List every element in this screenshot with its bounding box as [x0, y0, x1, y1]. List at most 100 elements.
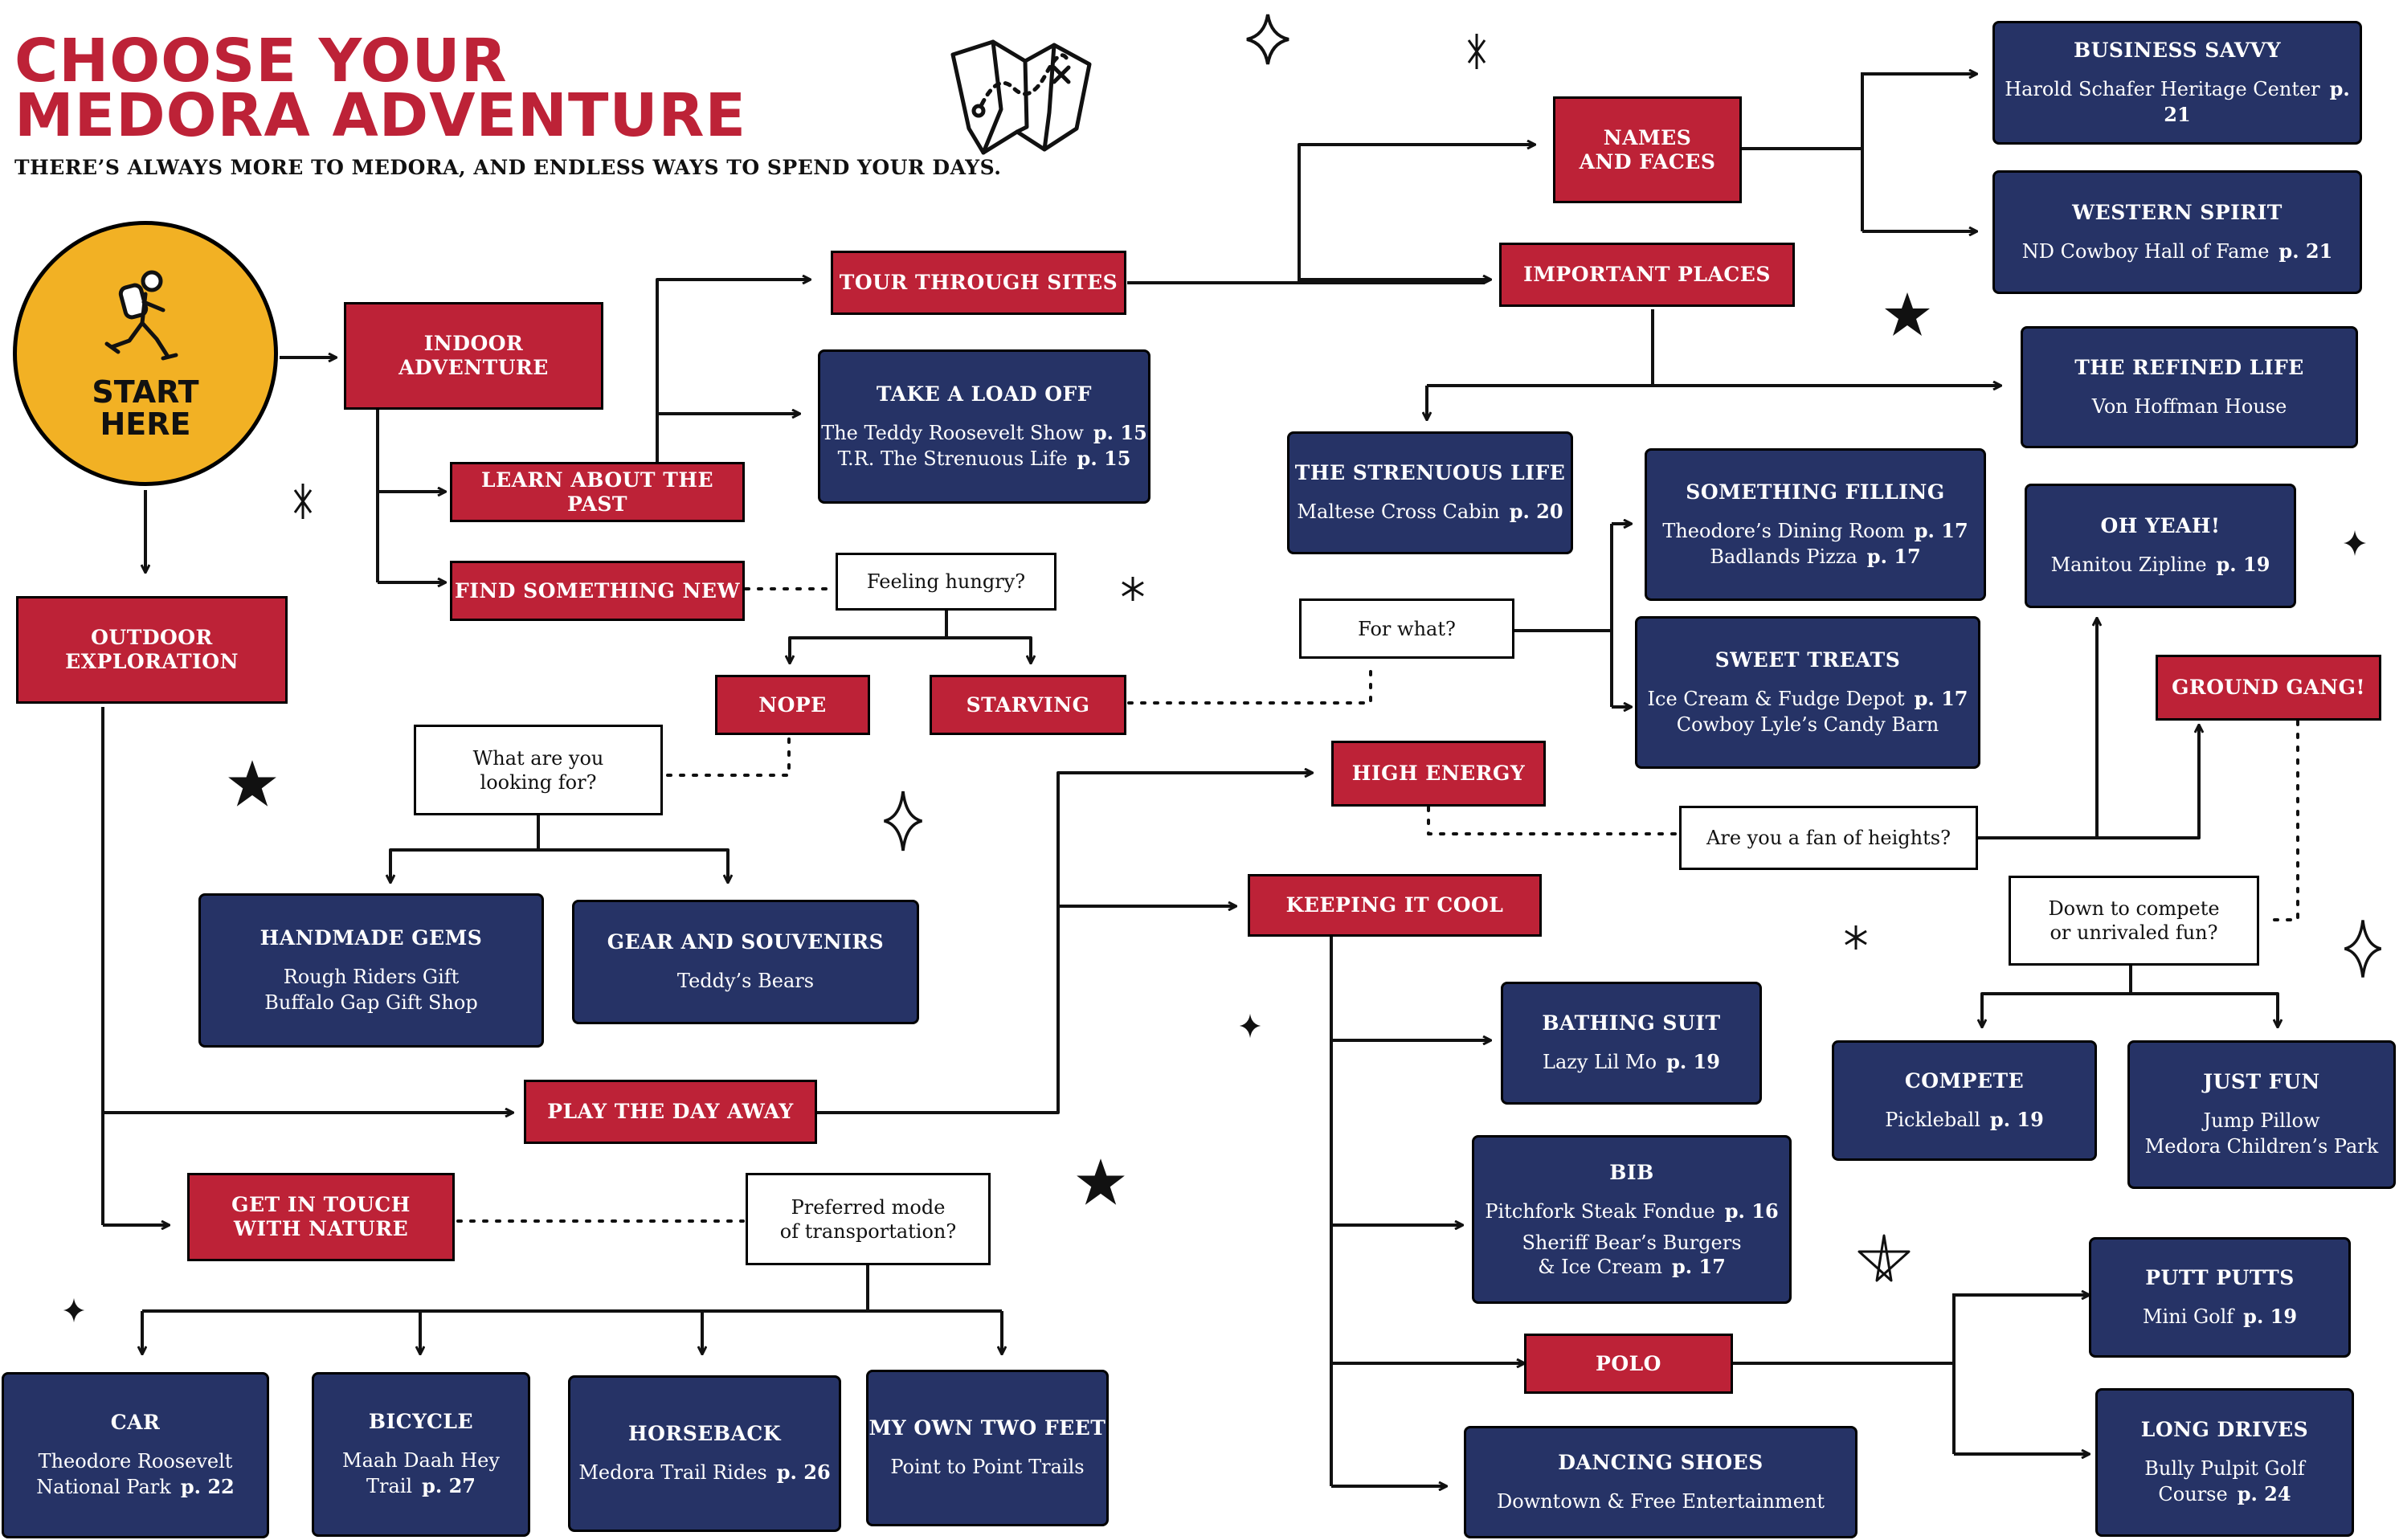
page-ref: p. 21	[2164, 76, 2350, 126]
card-title: MY OWN TWO FEET	[868, 1416, 1106, 1440]
card-title: THE REFINED LIFE	[2074, 355, 2304, 379]
polo-node[interactable]: POLO	[1524, 1334, 1733, 1394]
ground-gang-node[interactable]: GROUND GANG!	[2156, 655, 2381, 721]
card-title: HORSEBACK	[628, 1422, 781, 1445]
high-energy-node[interactable]: HIGH ENERGY	[1331, 741, 1546, 807]
play-the-day-away-node[interactable]: PLAY THE DAY AWAY	[524, 1080, 817, 1144]
star-icon	[1077, 1158, 1125, 1205]
page-ref: p. 19	[1666, 1050, 1720, 1073]
card-title: OH YEAH!	[2100, 514, 2221, 537]
card-title: CAR	[110, 1411, 161, 1434]
page-ref: p. 15	[1077, 446, 1131, 470]
page-ref: p. 17	[1914, 518, 1968, 542]
title-line-1: CHOOSE YOUR	[14, 27, 508, 96]
indoor-adventure-node[interactable]: INDOOR ADVENTURE	[344, 302, 603, 410]
card-title: BIB	[1609, 1160, 1654, 1184]
card-just-fun[interactable]: JUST FUN Jump Pillow Medora Children’s P…	[2127, 1040, 2396, 1189]
tour-through-sites-node[interactable]: TOUR THROUGH SITES	[831, 251, 1126, 315]
page-ref: p. 27	[422, 1474, 476, 1497]
sparkle-icon	[293, 484, 313, 519]
nope-node[interactable]: NOPE	[715, 675, 870, 735]
page-ref: p. 15	[1093, 420, 1147, 444]
card-dancing-shoes[interactable]: DANCING SHOES Downtown & Free Entertainm…	[1464, 1426, 1857, 1538]
sparkle-icon	[1845, 925, 1867, 950]
page-ref: p. 19	[2243, 1304, 2298, 1328]
question-fan-of-heights: Are you a fan of heights?	[1679, 806, 1978, 870]
page-ref: p. 24	[2237, 1482, 2291, 1505]
page-ref: p. 17	[1914, 686, 1968, 710]
card-title: DANCING SHOES	[1558, 1450, 1763, 1474]
star-icon	[1857, 1234, 1911, 1282]
sparkle-icon	[2344, 920, 2382, 978]
question-compete-or-fun: Down to compete or unrivaled fun?	[2009, 876, 2259, 966]
card-title: SWEET TREATS	[1714, 647, 1901, 672]
sparkle-icon	[884, 790, 922, 852]
starving-node[interactable]: STARVING	[930, 675, 1126, 735]
title-line-2: MEDORA ADVENTURE	[14, 81, 747, 150]
sparkle-icon	[2344, 530, 2366, 556]
card-title: BATHING SUIT	[1542, 1011, 1721, 1035]
page-ref: p. 17	[1866, 544, 1921, 568]
sparkle-icon	[63, 1297, 85, 1323]
star-icon	[1885, 292, 1930, 336]
page-ref: p. 26	[776, 1460, 831, 1484]
get-in-touch-with-nature-node[interactable]: GET IN TOUCH WITH NATURE	[187, 1173, 455, 1261]
card-title: BUSINESS SAVVY	[2073, 38, 2282, 62]
card-title: PUTT PUTTS	[2145, 1265, 2295, 1289]
card-title: GEAR AND SOUVENIRS	[607, 930, 885, 954]
card-my-own-two-feet[interactable]: MY OWN TWO FEET Point to Point Trails	[866, 1370, 1109, 1526]
page-ref: p. 19	[2216, 553, 2270, 576]
sparkle-icon	[1246, 14, 1289, 65]
outdoor-exploration-node[interactable]: OUTDOOR EXPLORATION	[16, 596, 288, 704]
card-handmade-gems[interactable]: HANDMADE GEMS Rough Riders Gift Buffalo …	[198, 893, 544, 1048]
sparkle-icon	[1239, 1013, 1261, 1039]
keeping-it-cool-node[interactable]: KEEPING IT COOL	[1248, 874, 1542, 937]
tagline: THERE’S ALWAYS MORE TO MEDORA, AND ENDLE…	[14, 156, 1002, 179]
question-what-are-you-looking-for: What are you looking for?	[414, 725, 663, 815]
names-and-faces-node[interactable]: NAMES AND FACES	[1553, 96, 1742, 203]
page-title: CHOOSE YOUR MEDORA ADVENTURE	[14, 27, 747, 150]
card-something-filling[interactable]: SOMETHING FILLING Theodore’s Dining Room…	[1645, 448, 1986, 601]
sparkle-icon	[1122, 577, 1144, 601]
card-title: THE STRENUOUS LIFE	[1294, 461, 1566, 484]
hiker-icon	[104, 270, 178, 361]
important-places-node[interactable]: IMPORTANT PLACES	[1499, 243, 1795, 307]
page-ref: p. 16	[1724, 1199, 1779, 1223]
find-something-new-node[interactable]: FIND SOMETHING NEW	[450, 561, 745, 621]
star-icon	[228, 760, 276, 807]
start-here-node[interactable]: START HERE	[13, 221, 278, 486]
question-for-what: For what?	[1299, 598, 1514, 659]
question-feeling-hungry: Feeling hungry?	[836, 553, 1056, 611]
card-title: BICYCLE	[368, 1410, 474, 1433]
card-title: JUST FUN	[2203, 1070, 2320, 1093]
treasure-map-icon	[950, 39, 1092, 155]
card-title: COMPETE	[1904, 1068, 2025, 1093]
card-the-refined-life[interactable]: THE REFINED LIFE Von Hoffman House	[2021, 326, 2358, 448]
learn-about-the-past-node[interactable]: LEARN ABOUT THE PAST	[450, 462, 745, 522]
card-title: TAKE A LOAD OFF	[876, 382, 1093, 406]
sparkle-icon	[1467, 34, 1486, 69]
question-preferred-transportation: Preferred mode of transportation?	[746, 1173, 991, 1265]
card-title: HANDMADE GEMS	[260, 925, 483, 950]
card-title: LONG DRIVES	[2140, 1418, 2309, 1441]
card-gear-and-souvenirs[interactable]: GEAR AND SOUVENIRS Teddy’s Bears	[572, 900, 919, 1024]
page-ref: p. 20	[1509, 500, 1563, 523]
page-ref: p. 22	[180, 1475, 235, 1498]
page-ref: p. 21	[2278, 239, 2333, 263]
page-ref: p. 17	[1671, 1254, 1726, 1278]
card-business-savvy[interactable]: BUSINESS SAVVY Harold Schafer Heritage C…	[1992, 21, 2362, 145]
card-take-a-load-off[interactable]: TAKE A LOAD OFF The Teddy Roosevelt Show…	[818, 349, 1150, 504]
